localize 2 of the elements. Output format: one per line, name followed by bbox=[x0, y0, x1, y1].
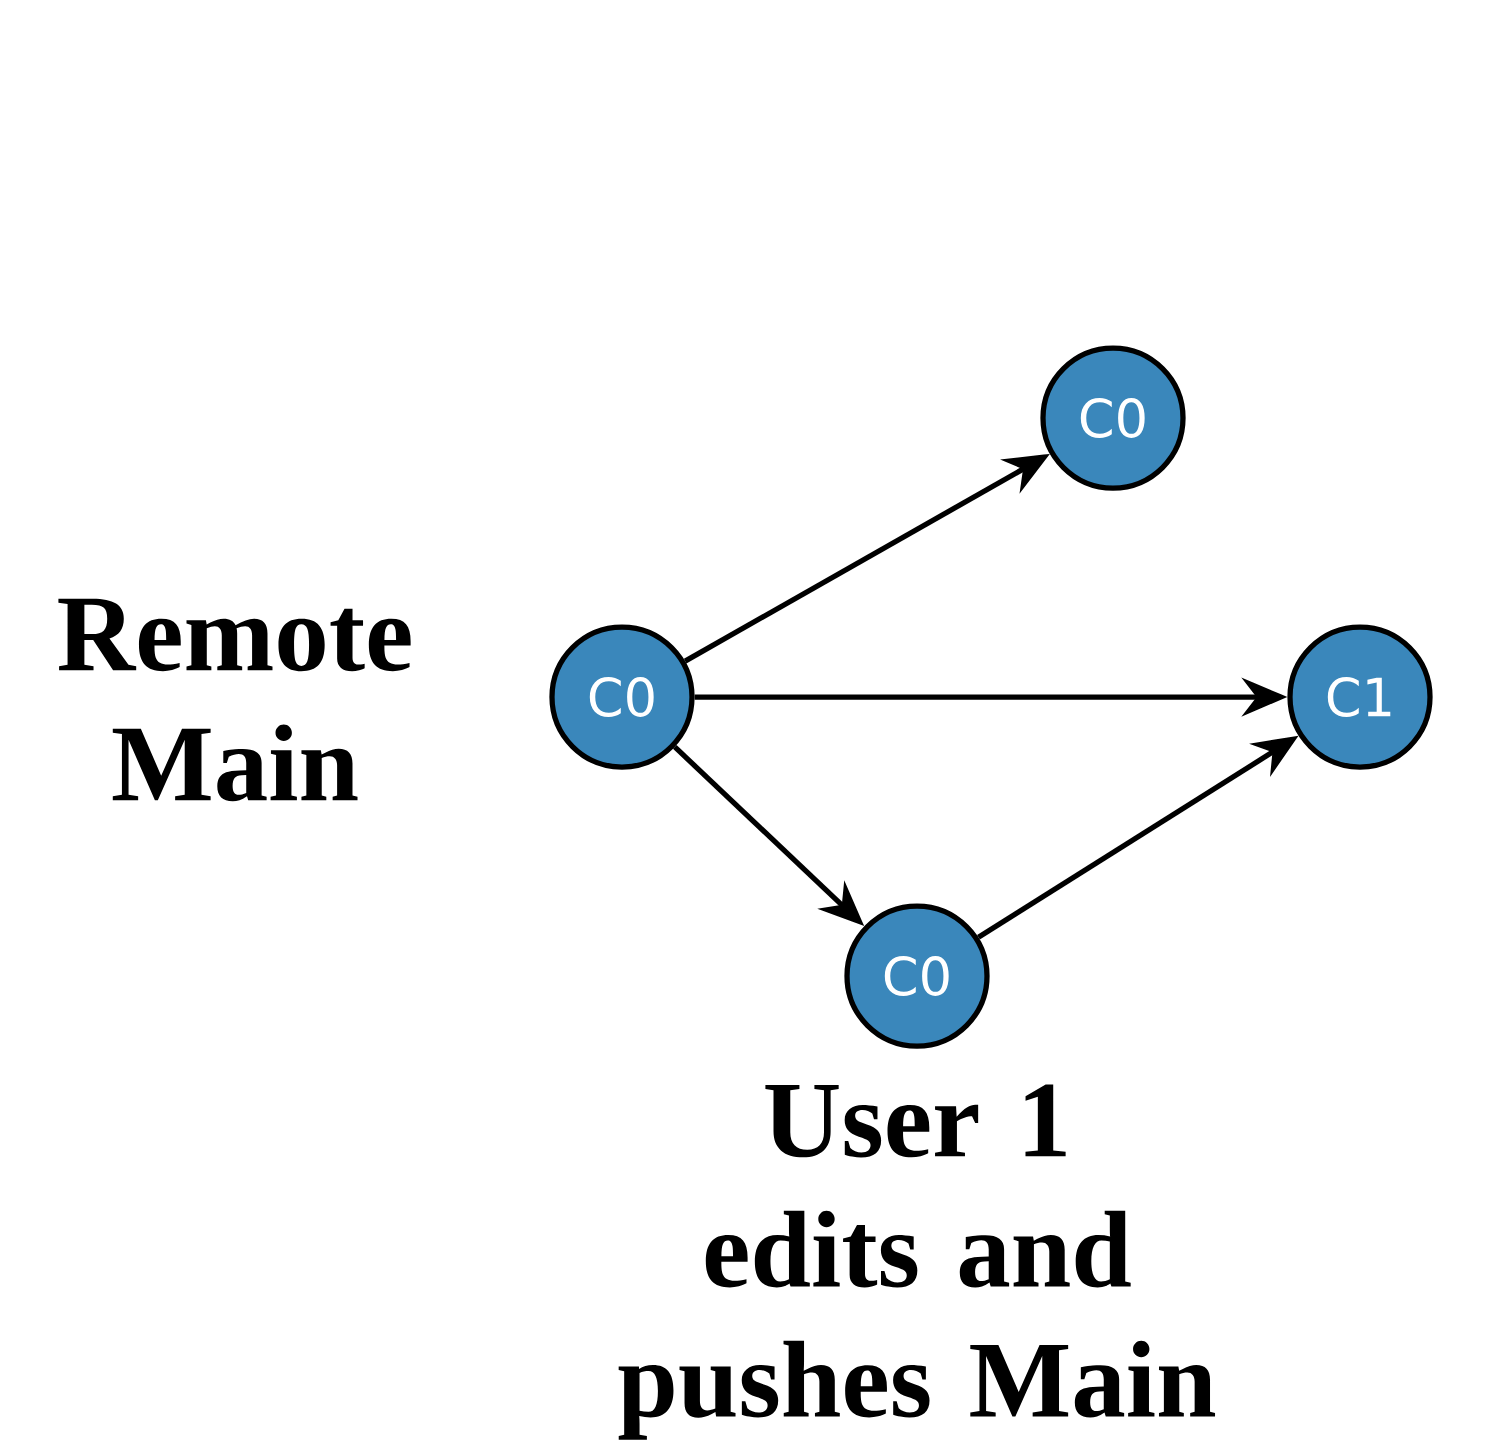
caption-text: User 1 edits and pushes Main bbox=[618, 1084, 1216, 1440]
caption-text: Remote Main bbox=[58, 598, 411, 802]
